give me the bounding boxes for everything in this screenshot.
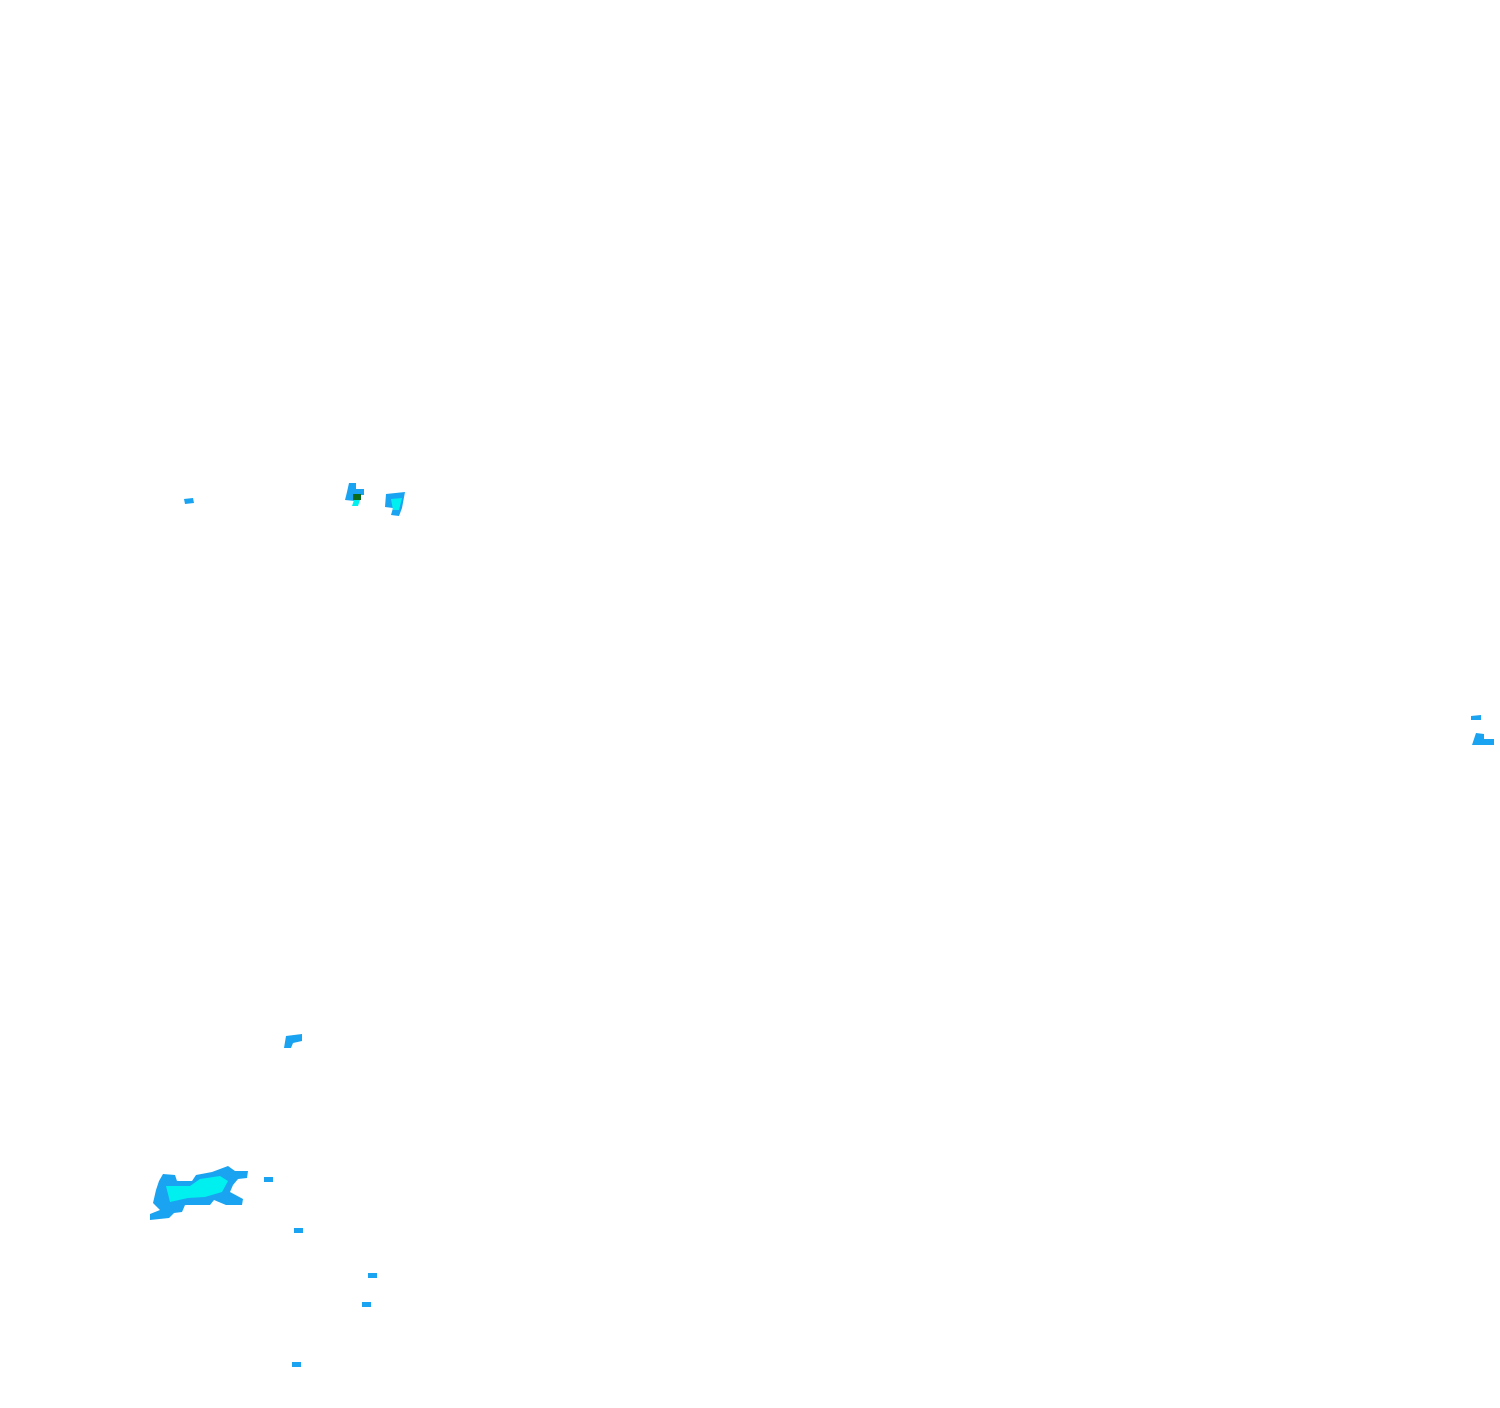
- echo-cell-east-edge-part-2: [1472, 733, 1494, 745]
- echo-cell-south-speckles-part-5: [292, 1362, 301, 1367]
- echo-cell-west-small: [184, 498, 194, 504]
- echo-cell-south-speckles-part-1: [264, 1177, 273, 1182]
- echo-cell-central-south: [284, 1034, 302, 1048]
- echo-cell-north-b-core: [391, 498, 402, 510]
- echo-cell-south-speckles-part-4: [362, 1302, 371, 1307]
- echo-cell-southwest-core: [166, 1176, 228, 1202]
- echo-layer: [150, 483, 1494, 1367]
- echo-cell-north-a-fleck: [352, 500, 360, 506]
- echo-cell-north-a-core: [353, 494, 361, 500]
- echo-cell-north-a: [345, 483, 364, 501]
- echo-cell-east-edge-part-1: [1471, 715, 1481, 720]
- echo-cell-south-speckles-part-2: [294, 1228, 303, 1233]
- echo-cell-south-speckles-part-3: [368, 1273, 377, 1278]
